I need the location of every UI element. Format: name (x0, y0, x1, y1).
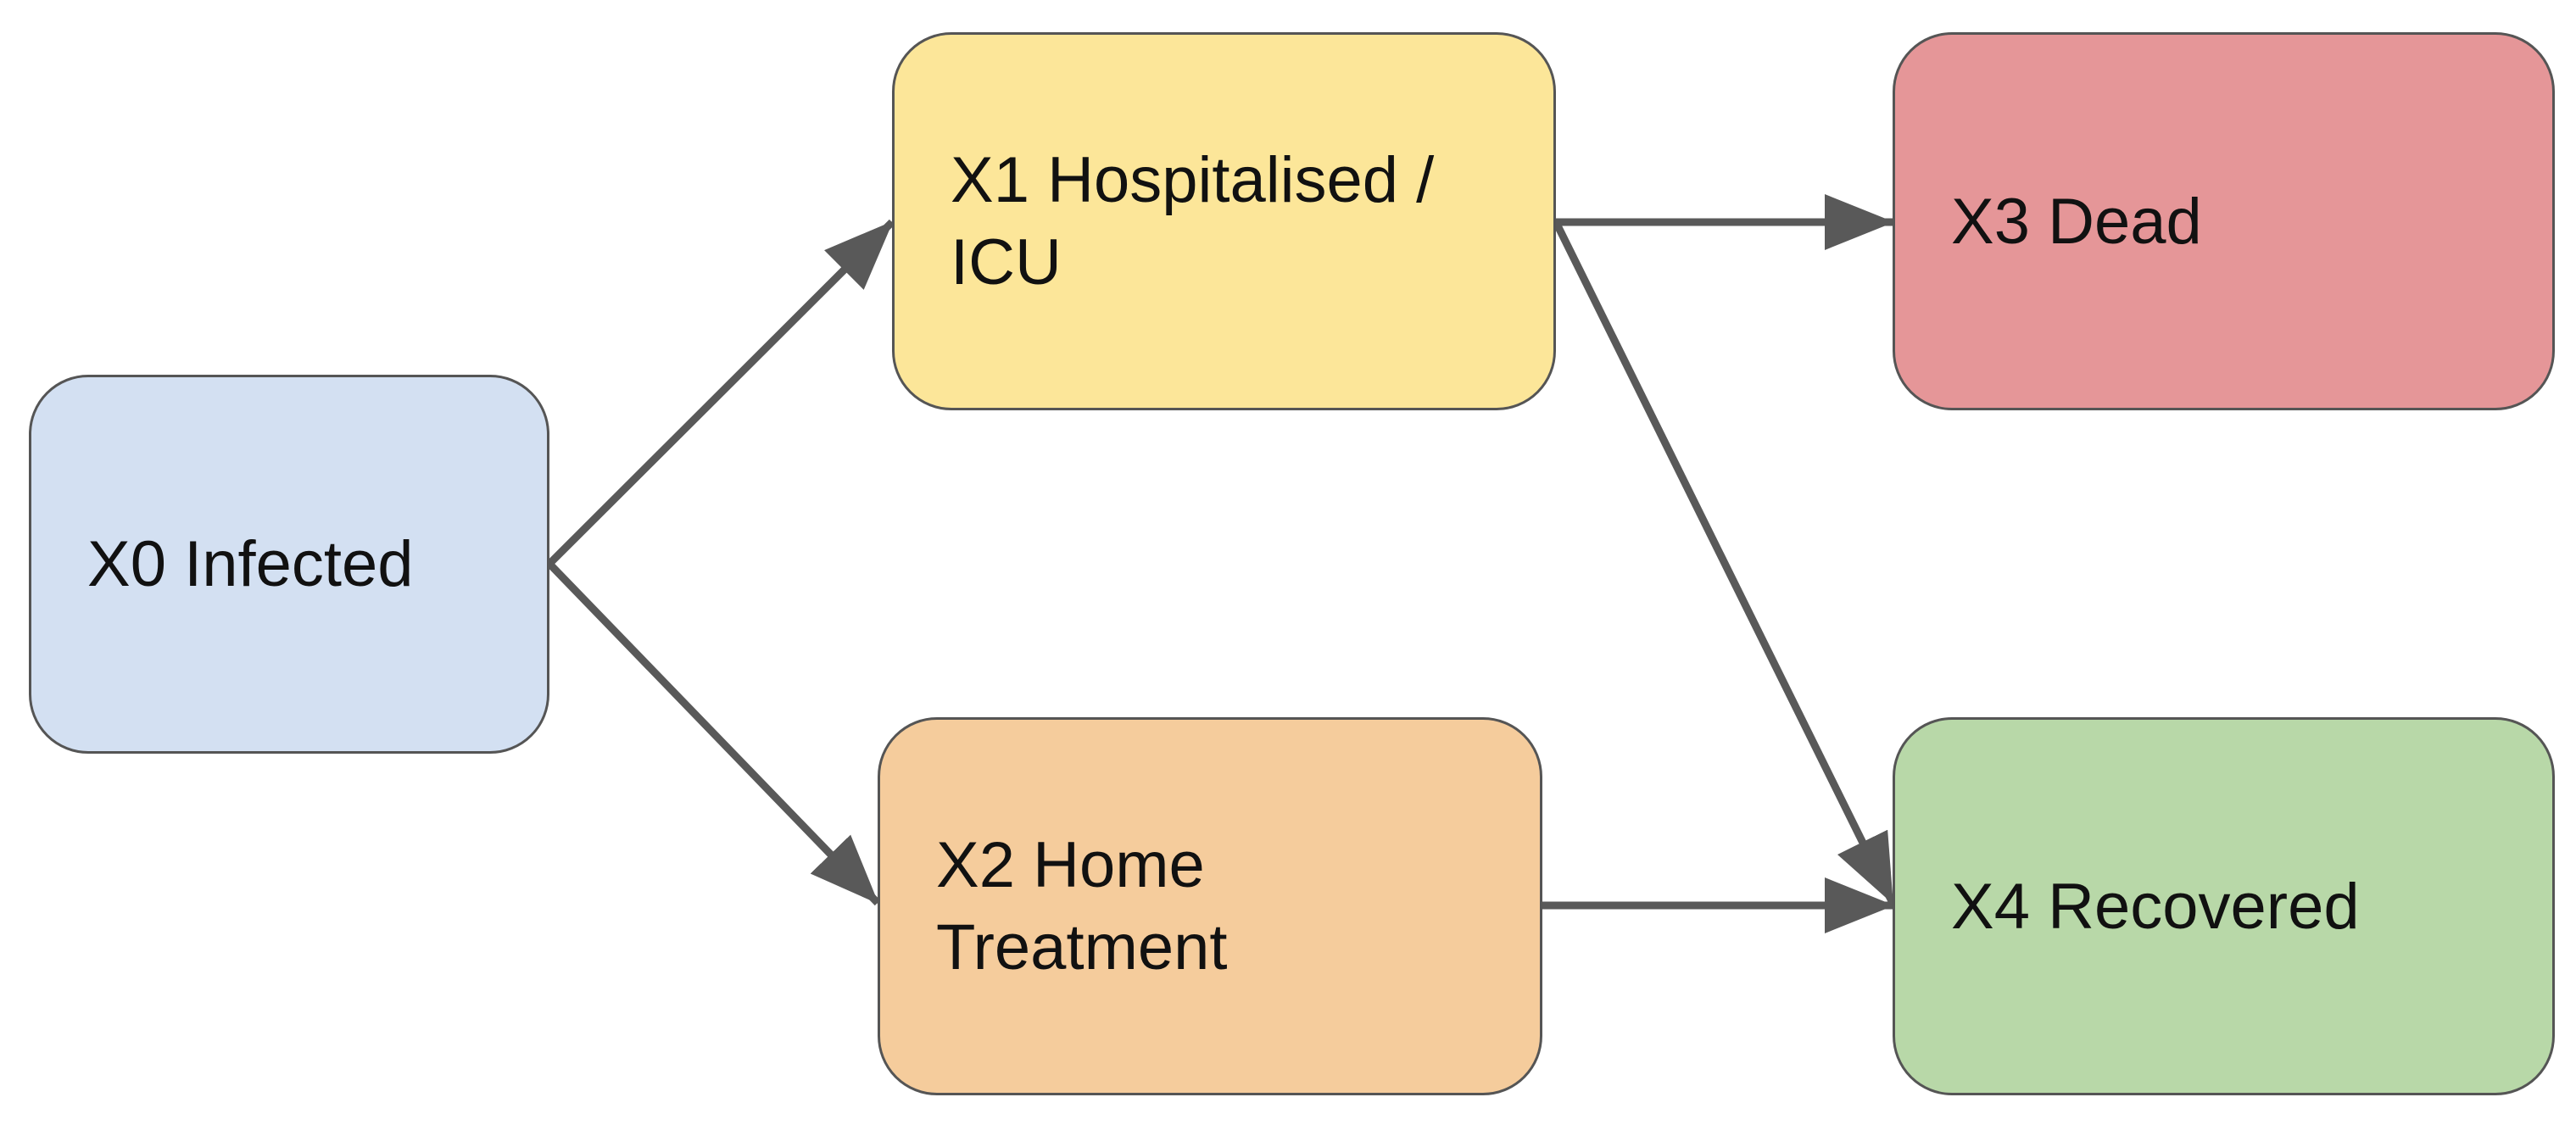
node-x4-recovered: X4 Recovered (1893, 717, 2555, 1095)
node-x3-dead: X3 Dead (1893, 32, 2555, 410)
node-x0-infected: X0 Infected (29, 375, 549, 754)
node-x0-label: X0 Infected (87, 528, 414, 600)
arrow-x0-to-x1 (546, 219, 895, 567)
node-x2-home-treatment: X2 Home Treatment (878, 717, 1542, 1095)
arrow-x0-to-x2 (546, 560, 881, 906)
node-x1-hospitalised-icu: X1 Hospitalised / ICU (892, 32, 1556, 410)
arrow-x1-to-x4 (1552, 220, 1897, 905)
node-x2-label: X2 Home Treatment (936, 829, 1228, 983)
node-x1-label: X1 Hospitalised / ICU (951, 144, 1435, 298)
node-x3-label: X3 Dead (1951, 185, 2202, 258)
node-x4-label: X4 Recovered (1951, 870, 2360, 943)
